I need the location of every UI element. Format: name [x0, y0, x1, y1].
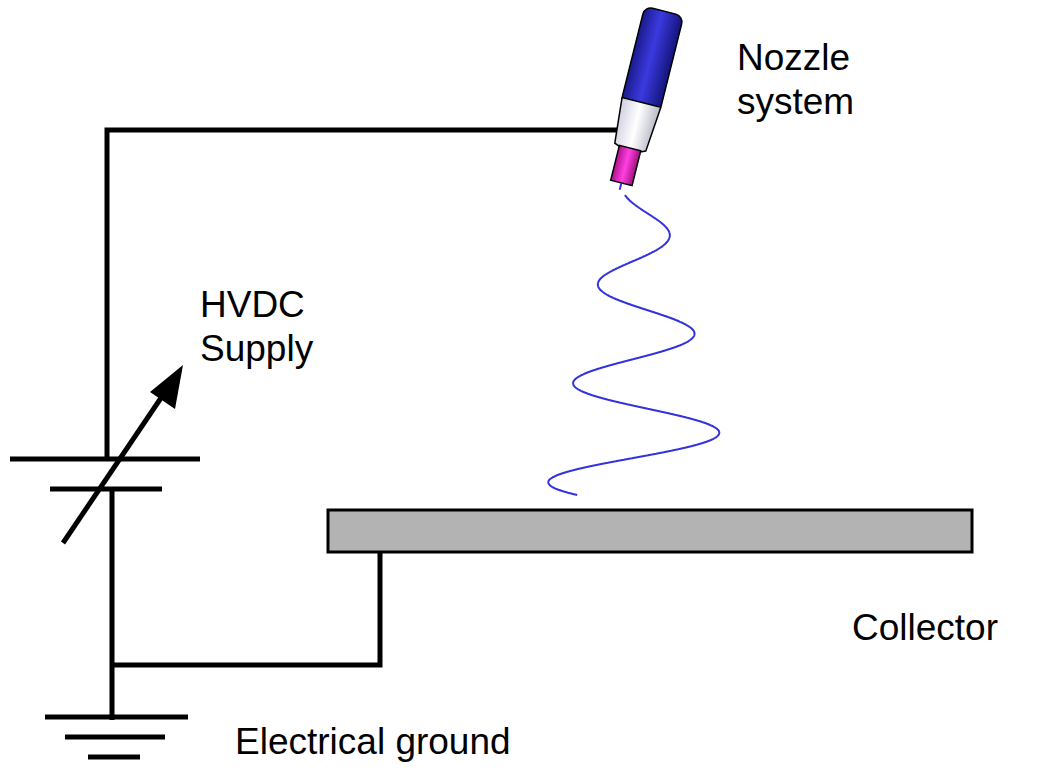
supply-label: HVDC Supply	[200, 283, 390, 370]
polymer-jet	[548, 195, 719, 495]
nozzle-label: Nozzle system	[737, 36, 927, 123]
wire	[107, 130, 622, 720]
variable-arrow	[63, 365, 183, 543]
ground-symbol	[45, 717, 188, 757]
ground-label: Electrical ground	[235, 720, 635, 764]
nozzle	[600, 6, 683, 194]
collector-label: Collector	[852, 606, 1047, 650]
collector-plate	[328, 510, 972, 552]
